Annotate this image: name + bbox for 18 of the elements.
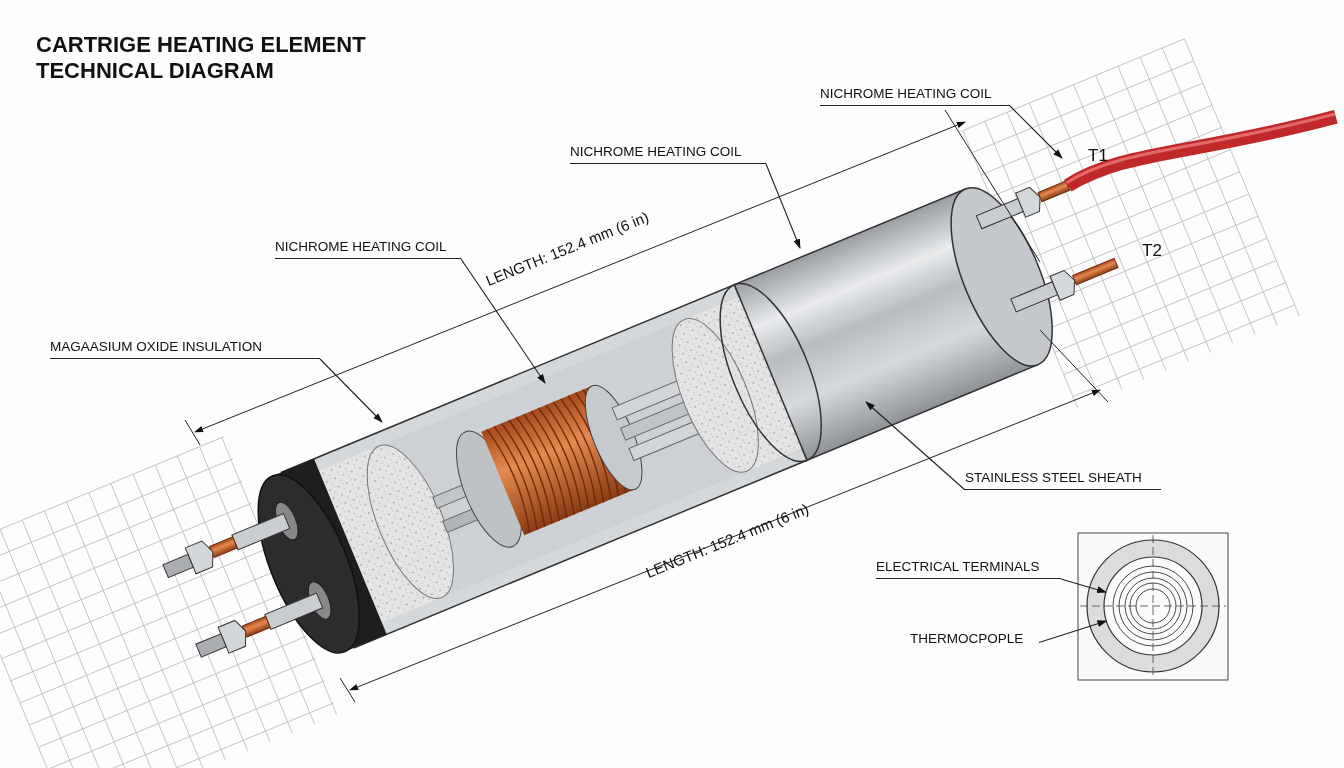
callout-label: MAGAASIUM OXIDE INSULATION: [50, 339, 320, 359]
insulation-ring: [1103, 556, 1203, 656]
terminal-label: T2: [1142, 241, 1162, 261]
leader-line: [1060, 578, 1107, 593]
callout-label: ELECTRICAL TERMINALS: [876, 559, 1061, 579]
leader-line: [1009, 105, 1063, 159]
leader-line: [460, 258, 546, 384]
callout-label: NICHROME HEATING COIL: [570, 144, 766, 164]
callout-label: NICHROME HEATING COIL: [275, 239, 461, 259]
leader-line: [865, 401, 966, 491]
callout-label: STAINLESS STEEL SHEATH: [965, 470, 1161, 490]
callout-label: THERMOCPOPLE: [910, 631, 1035, 650]
leader-line: [1038, 620, 1108, 644]
leader-line: [765, 163, 801, 249]
callout-label: NICHROME HEATING COIL: [820, 86, 1010, 106]
diagram-title: CARTRIGE HEATING ELEMENT TECHNICAL DIAGRAM: [36, 32, 367, 84]
leader-line: [319, 358, 383, 423]
terminal-label: T1: [1088, 146, 1108, 166]
